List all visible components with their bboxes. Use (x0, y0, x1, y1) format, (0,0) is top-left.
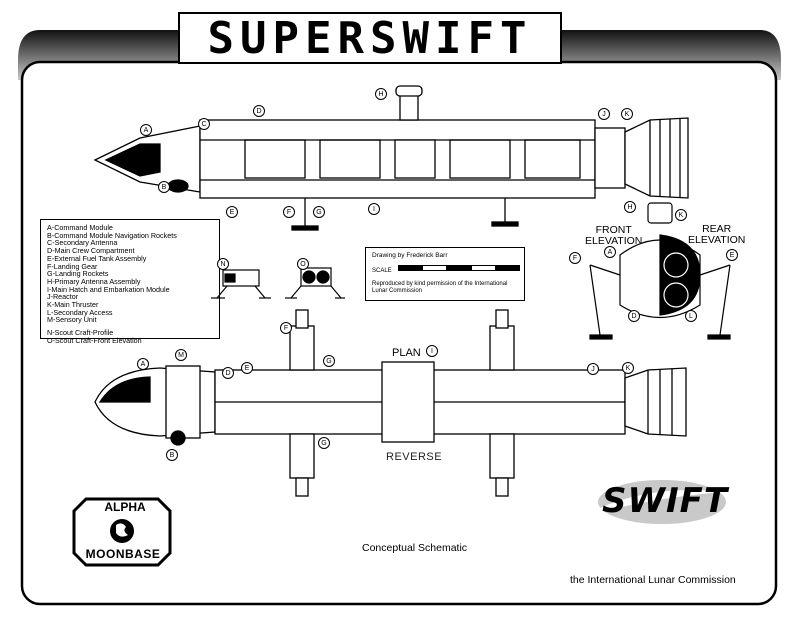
commission-caption: the International Lunar Commission (570, 574, 736, 586)
legend-item: M-Sensory Unit (47, 315, 97, 325)
callout-e-elev: E (726, 249, 738, 261)
callout-m-plan: M (175, 349, 187, 361)
legend-scout-item: O-Scout Craft-Front Elevation (47, 335, 142, 345)
reverse-label: REVERSE (386, 451, 443, 463)
legend-item: I-Main Hatch and Embarkation Module (47, 284, 170, 294)
callout-c-top: C (198, 118, 210, 130)
callout-a-elev: A (604, 246, 616, 258)
callout-b-top: B (158, 181, 170, 193)
credit-box: Drawing by Frederick Barr SCALE Reproduc… (365, 247, 525, 301)
callout-h-top: H (375, 88, 387, 100)
legend-item: E-External Fuel Tank Assembly (47, 253, 147, 263)
callout-f-plan: F (280, 322, 292, 334)
legend-item: G-Landing Rockets (47, 269, 109, 279)
legend-scout-item: N-Scout Craft-Profile (47, 328, 114, 338)
conceptual-schematic-caption: Conceptual Schematic (362, 542, 468, 554)
callout-g-top: G (313, 206, 325, 218)
callout-e-plan: E (241, 362, 253, 374)
drawn-by: Drawing by Frederick Barr (372, 252, 448, 259)
callout-j-top: J (598, 108, 610, 120)
moonbase-name-text: MOONBASE (85, 547, 161, 561)
callout-d-plan: D (222, 367, 234, 379)
poster-title: SUPERSWIFT (207, 12, 533, 64)
legend-item: D-Main Crew Compartment (47, 246, 135, 256)
legend-item: B-Command Module Navigation Rockets (47, 230, 177, 240)
moonbase-alpha-text: ALPHA (104, 500, 146, 514)
callout-d-elev: D (628, 310, 640, 322)
callout-j-plan: J (587, 363, 599, 375)
callout-g2-plan: G (318, 437, 330, 449)
legend-item: H-Primary Antenna Assembly (47, 276, 141, 286)
alpha-moonbase-logo (72, 497, 172, 567)
callout-k-elev: K (675, 209, 687, 221)
plan-label: PLAN (392, 347, 421, 359)
scale-bar (398, 265, 521, 271)
component-legend: A-Command Module B-Command Module Naviga… (40, 219, 220, 344)
legend-item: A-Command Module (47, 223, 113, 232)
ship-front-rear-elevation (589, 202, 731, 340)
callout-f-elev: F (569, 252, 581, 264)
rear-elevation-label: REAR ELEVATION (688, 223, 746, 246)
swift-logo-swoosh (598, 480, 726, 524)
scale-label: SCALE (372, 268, 392, 274)
legend-item: J-Reactor (47, 292, 79, 302)
callout-a-plan: A (137, 358, 149, 370)
legend-item: K-Main Thruster (47, 300, 99, 310)
callout-i-plan: I (426, 345, 438, 357)
callout-a-top: A (140, 124, 152, 136)
scout-craft-sketches (211, 267, 345, 299)
callout-k-plan: K (622, 362, 634, 374)
legend-item: L-Secondary Access (47, 307, 113, 317)
permission-note: Reproduced by kind permission of the Int… (372, 281, 508, 294)
legend-item: C-Secondary Antenna (47, 238, 118, 248)
callout-f-top: F (283, 206, 295, 218)
callout-e-top: E (226, 206, 238, 218)
legend-item: F-Landing Gear (47, 261, 98, 271)
callout-n: N (217, 258, 229, 270)
callout-h-elev: H (624, 201, 636, 213)
callout-b-plan: B (166, 449, 178, 461)
callout-d-top: D (253, 105, 265, 117)
front-elevation-label: FRONT ELEVATION (585, 224, 643, 247)
callout-l-elev: L (685, 310, 697, 322)
swift-logo-text: SWIFT (602, 481, 729, 521)
callout-i-top: I (368, 203, 380, 215)
callout-g-plan: G (323, 355, 335, 367)
title-plate (178, 12, 562, 64)
callout-o: O (297, 258, 309, 270)
callout-k-top: K (621, 108, 633, 120)
